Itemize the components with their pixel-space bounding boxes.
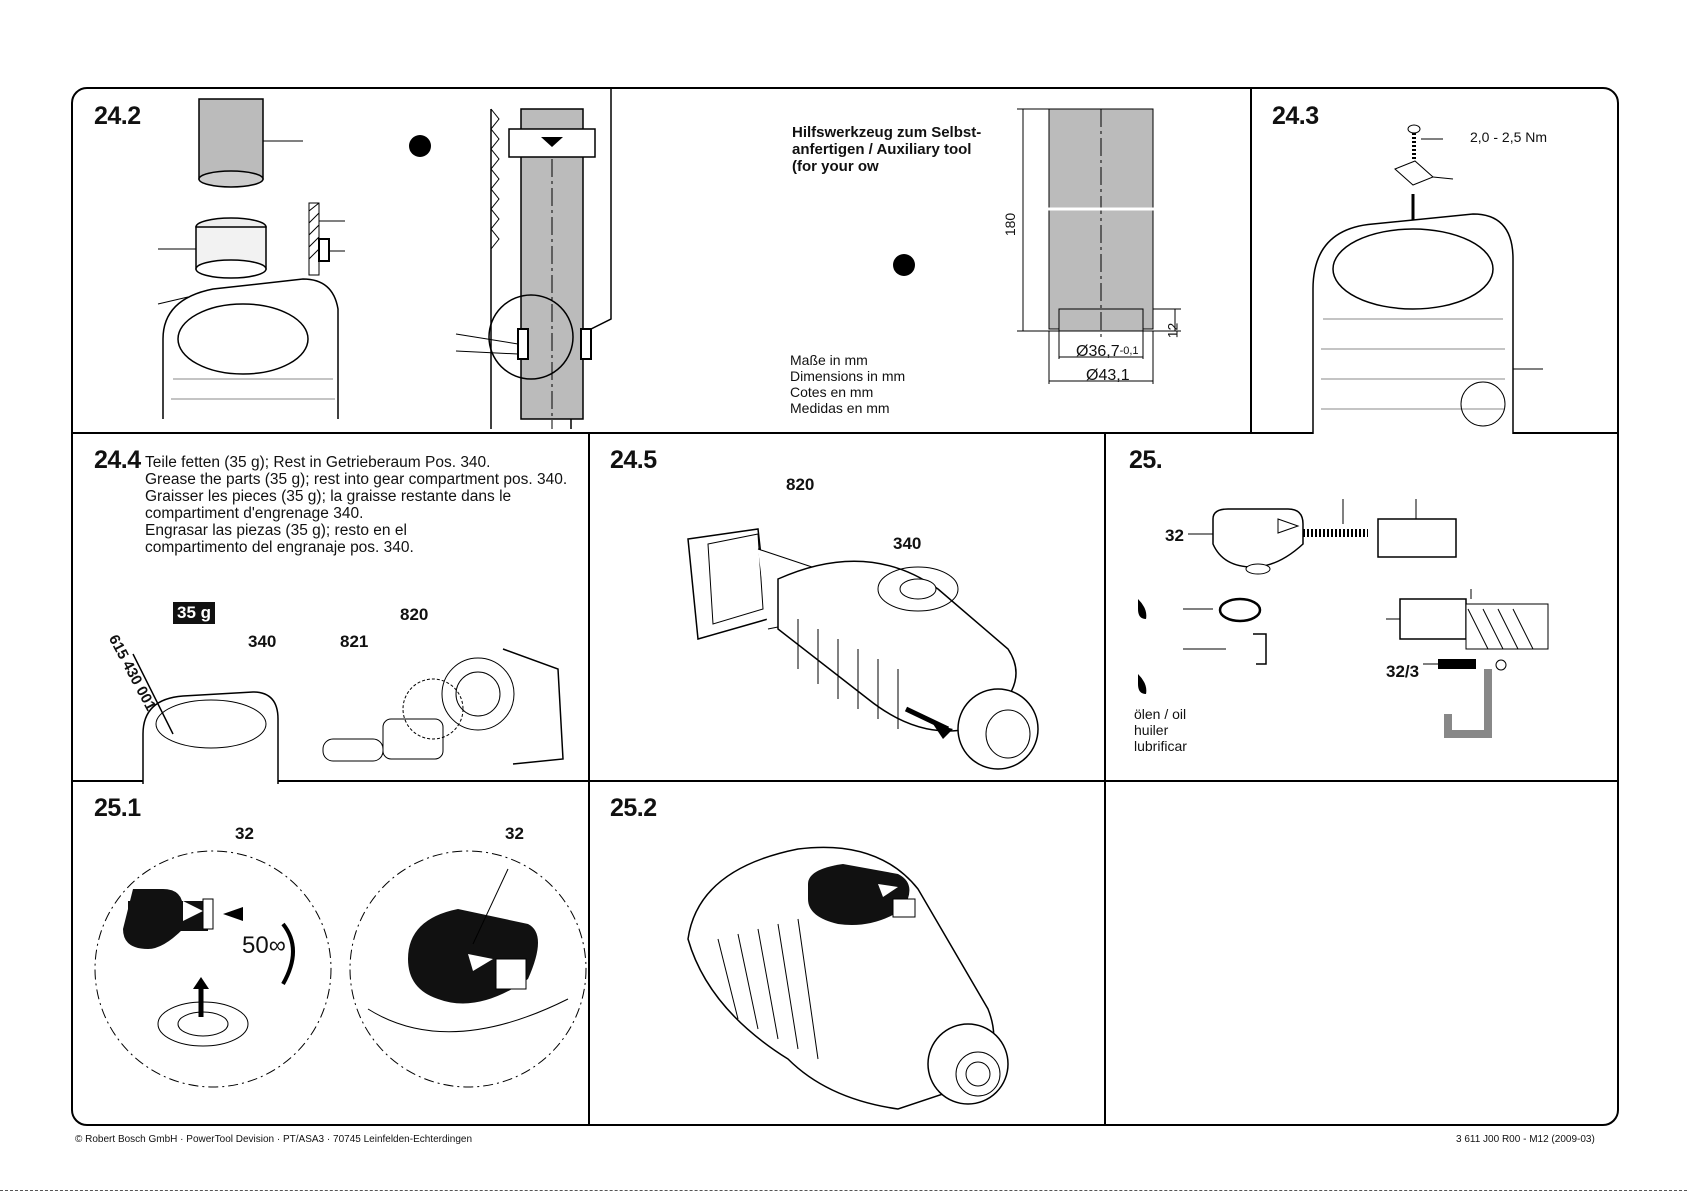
knob-removal-detail-right <box>349 850 587 1088</box>
grease-instructions: Teile fetten (35 g); Rest in Getrieberau… <box>145 454 567 556</box>
dimension-line-2: Dimensions in mm <box>790 368 906 384</box>
bearing-detail-icon <box>308 202 345 276</box>
tool-title-line-2: anfertigen / Auxiliary tool <box>792 141 972 158</box>
gearbox-assembly-illustration <box>687 528 1039 770</box>
part-label-32: 32 <box>1165 526 1184 545</box>
dimension-line-3: Cotes en mm <box>790 384 874 400</box>
instruction-line-2: Grease the parts (35 g); rest into gear … <box>145 471 568 488</box>
inner-diameter-tolerance: -0,1 <box>1119 345 1139 357</box>
instruction-line-3: Graisser les pieces (35 g); la graisse r… <box>145 488 512 505</box>
cylinder-press-illustration <box>157 98 339 419</box>
part-label-340: 340 <box>248 632 277 651</box>
panel-number-24-5: 24.5 <box>610 446 657 474</box>
grease-amount-badge: 35 g <box>173 602 216 624</box>
divider-col-242 <box>1250 89 1252 434</box>
oil-legend: ölen / oil huiler lubrificar <box>1134 706 1187 754</box>
torque-value: 2,0 - 2,5 Nm <box>1470 129 1548 145</box>
housing-screw-illustration <box>1312 124 1543 434</box>
divider-col-a <box>588 432 590 1124</box>
dimension-notes: Maße in mm Dimensions in mm Cotes en mm … <box>790 352 905 416</box>
part-label-820: 820 <box>400 605 429 624</box>
part-label-32: 32 <box>505 824 524 843</box>
dim-inner-diameter: Ø36,7-0,1 <box>1076 343 1139 360</box>
instruction-line-6: compartimento del engranaje pos. 340. <box>145 539 414 556</box>
tool-title-line-1: Hilfswerkzeug zum Selbst- <box>792 124 982 141</box>
panel-number-25-2: 25.2 <box>610 794 657 822</box>
auxiliary-tool-drawing <box>1017 108 1181 384</box>
gear-assembly-illustration <box>322 648 564 765</box>
part-label-32: 32 <box>235 824 254 843</box>
oil-line-2: huiler <box>1134 722 1169 738</box>
housing-grease-illustration <box>132 653 279 784</box>
oil-line-1: ölen / oil <box>1134 706 1187 722</box>
instruction-line-5: Engrasar las piezas (35 g); resto en el <box>145 522 407 539</box>
tilt-angle-label: 50∞ <box>242 932 286 959</box>
page-edge-dashes <box>0 1190 1687 1191</box>
inner-diameter-value: Ø36,7 <box>1076 343 1120 360</box>
oil-line-3: lubrificar <box>1134 738 1187 754</box>
tool-title-line-3: (for your ow <box>792 158 879 175</box>
panel-number-24-3: 24.3 <box>1272 102 1319 130</box>
instruction-line-1: Teile fetten (35 g); Rest in Getrieberau… <box>145 454 491 471</box>
press-section-illustration <box>455 89 612 429</box>
dim-step-12: 12 <box>1164 322 1181 339</box>
footer-copyright: © Robert Bosch GmbH · PowerTool Devision… <box>75 1134 473 1145</box>
tool-title: Hilfswerkzeug zum Selbst- anfertigen / A… <box>792 124 981 175</box>
divider-row-2 <box>73 780 1617 782</box>
divider-col-b <box>1104 432 1106 1124</box>
panel-number-25-1: 25.1 <box>94 794 141 822</box>
instruction-line-4: compartiment d'engrenage 340. <box>145 505 364 522</box>
part-label-32-3: 32/3 <box>1386 662 1420 681</box>
panel-number-24-2: 24.2 <box>94 102 141 130</box>
knob-installed-illustration <box>687 846 1009 1110</box>
part-label-340: 340 <box>893 534 922 553</box>
footer-document-id: 3 611 J00 R00 - M12 (2009-03) <box>1456 1134 1595 1145</box>
bullet-icon <box>893 254 915 276</box>
part-label-820: 820 <box>786 475 815 494</box>
divider-row-1 <box>73 432 1617 434</box>
page-frame: 24.2 Hilfswerkzeug zum Selbst- an <box>71 87 1619 1126</box>
panel-number-25: 25. <box>1129 446 1163 474</box>
selector-knob-exploded-illustration <box>1138 499 1549 738</box>
knob-removal-detail-left <box>94 850 332 1088</box>
dimension-line-4: Medidas en mm <box>790 400 890 416</box>
dimension-line-1: Maße in mm <box>790 352 868 368</box>
dim-outer-diameter: Ø43,1 <box>1086 367 1130 384</box>
part-label-821: 821 <box>340 632 369 651</box>
dim-height-180: 180 <box>1002 212 1019 237</box>
panel-number-24-4: 24.4 <box>94 446 141 474</box>
bullet-icon <box>409 135 431 157</box>
